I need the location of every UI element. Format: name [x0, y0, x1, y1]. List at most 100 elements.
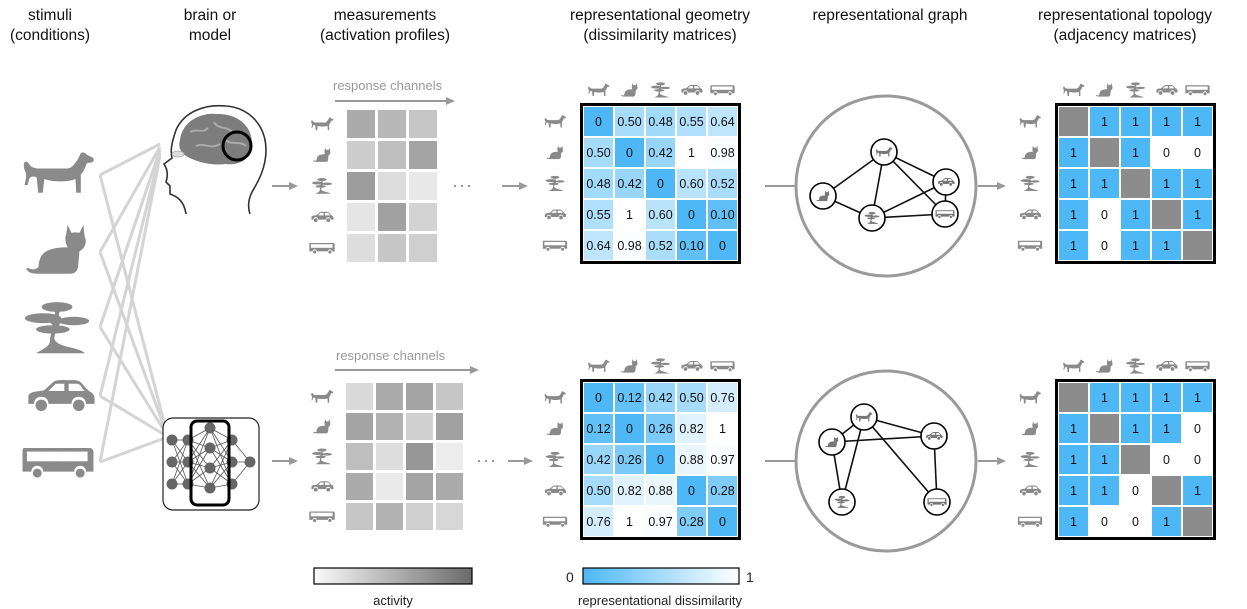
activation-cell — [406, 443, 433, 470]
rdm-cell — [676, 475, 707, 506]
stimulus-dog-icon — [23, 152, 94, 193]
rdm-cell — [583, 106, 614, 137]
activation-cell — [378, 141, 406, 169]
adj-cell — [1058, 475, 1089, 506]
adj-cell — [1120, 230, 1151, 261]
row-bus-icon — [542, 240, 568, 251]
adj-cell-value: 1 — [1101, 115, 1108, 129]
adj-cell-value: 1 — [1194, 484, 1201, 498]
rdm-cell-value: 0 — [688, 208, 695, 222]
graph-edge — [831, 435, 935, 443]
rdm-cell-value: 0.12 — [617, 391, 641, 405]
header-topology-line1: representational topology — [1037, 7, 1213, 24]
rdm-cell — [676, 137, 707, 168]
rdm-cell — [645, 106, 676, 137]
col-car-icon — [1156, 84, 1178, 95]
activation-cell — [409, 234, 437, 262]
adj-cell — [1120, 382, 1151, 413]
rdm-cell-value: 0 — [626, 146, 633, 160]
rdm-cell-value: 0.42 — [648, 391, 672, 405]
adj-cell-value: 1 — [1163, 391, 1170, 405]
adj-cell-value: 1 — [1132, 422, 1139, 436]
adj-cell — [1120, 168, 1151, 199]
rdm-cell — [645, 506, 676, 537]
stimulus-car-icon — [28, 380, 95, 412]
rdm-cell-value: 0.42 — [617, 177, 641, 191]
col-bus-icon — [1185, 85, 1210, 96]
adj-cell — [1120, 475, 1151, 506]
ellipsis-top: ··· — [452, 175, 473, 195]
nn-node — [166, 456, 178, 468]
activation-cell — [436, 413, 463, 440]
nn-node — [204, 442, 216, 454]
rdm-cell — [707, 475, 738, 506]
graph-boundary — [794, 369, 978, 553]
rdm-cell-value: 0.26 — [648, 422, 672, 436]
stimulus-icons — [22, 152, 95, 478]
adj-cell-value: 1 — [1070, 177, 1077, 191]
col-tree-icon — [650, 358, 671, 374]
rdm-cell-value: 0.97 — [648, 515, 672, 529]
rdm-cell — [583, 168, 614, 199]
rdm-cell — [583, 230, 614, 261]
activation-cell — [376, 383, 403, 410]
rdm-cell-value: 0.98 — [710, 146, 734, 160]
row-tree-icon — [312, 448, 332, 465]
rdm-cell-value: 0 — [719, 239, 726, 253]
stimulus-connection-lines — [98, 142, 167, 464]
row-dog-icon — [544, 391, 566, 404]
col-cat-icon — [621, 359, 638, 373]
rdm-cell — [614, 137, 645, 168]
adj-cell — [1182, 168, 1213, 199]
adj-cell — [1120, 413, 1151, 444]
adj-cell-value: 0 — [1132, 515, 1139, 529]
col-bus-icon — [710, 85, 735, 96]
graph-edge — [863, 416, 938, 503]
rdm-cell-value: 0.55 — [586, 208, 610, 222]
row-cat-icon — [1021, 145, 1039, 160]
row-tree-icon — [312, 178, 332, 194]
response-channels-label-bottom: response channels — [336, 348, 446, 363]
connection-line — [99, 142, 161, 177]
col-car-icon — [1156, 360, 1178, 371]
rdm-cell — [614, 382, 645, 413]
nn-node — [204, 482, 216, 494]
row-bus-icon — [309, 242, 335, 254]
rdm-cell — [583, 413, 614, 444]
adj-cell — [1151, 137, 1182, 168]
activation-matrix-bottom — [346, 383, 463, 530]
connection-line — [98, 146, 162, 253]
col-bus-icon — [710, 361, 735, 372]
rdm-cell-value: 0.50 — [679, 391, 703, 405]
activation-cell — [378, 172, 406, 200]
rdm-cell — [583, 382, 614, 413]
adj-cell — [1182, 137, 1213, 168]
header-stimuli-line2: (conditions) — [9, 27, 91, 44]
adj-cell-value: 1 — [1132, 239, 1139, 253]
row-tree-icon — [1020, 451, 1040, 467]
adj-cell — [1089, 230, 1120, 261]
header-measurements: measurements (activation profiles) — [290, 6, 480, 46]
adj-cell-value: 1 — [1163, 515, 1170, 529]
rdm-cell-value: 0.26 — [617, 453, 641, 467]
rdm-cell — [676, 168, 707, 199]
row-car-icon — [311, 211, 334, 223]
col-car-icon — [681, 360, 703, 371]
rdm-cell — [583, 199, 614, 230]
row-cat-icon — [1021, 421, 1039, 436]
adj-cell — [1058, 382, 1089, 413]
adj-cell-value: 0 — [1194, 422, 1201, 436]
adj-cell — [1089, 168, 1120, 199]
header-stimuli: stimuli (conditions) — [5, 6, 95, 46]
activation-matrix-top — [347, 110, 437, 262]
adj-cell-value: 1 — [1070, 239, 1077, 253]
rdm-cell-value: 0.52 — [648, 239, 672, 253]
adj-cell-value: 1 — [1163, 239, 1170, 253]
activation-cell — [347, 172, 375, 200]
activation-cell — [376, 473, 403, 500]
row-car-icon — [1019, 485, 1042, 496]
adj-cell-value: 1 — [1101, 177, 1108, 191]
